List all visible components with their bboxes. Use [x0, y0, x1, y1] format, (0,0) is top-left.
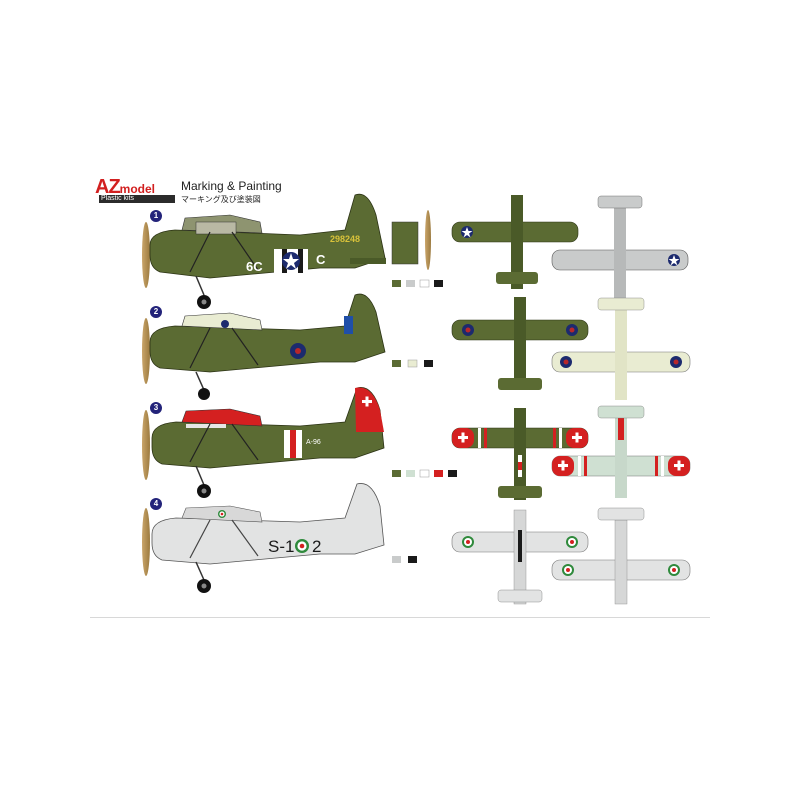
bottom-view-1 [551, 195, 689, 299]
side-view-3: A-96 [142, 387, 385, 498]
bottom-view-2 [551, 297, 691, 400]
scheme-number-3: 3 [150, 402, 162, 414]
top-view-2 [451, 297, 589, 390]
bottom-view-3 [551, 405, 691, 498]
color-chips-3 [392, 469, 457, 478]
serial-1: 298248 [330, 234, 360, 244]
scheme-number-1: 1 [150, 210, 162, 222]
logo-az: AZ [95, 176, 121, 198]
top-view-1 [451, 195, 579, 289]
bottom-view-4 [551, 507, 691, 605]
code-left-4: S-1 [268, 537, 294, 556]
usaaf-star-side-1 [274, 249, 308, 273]
page-title: Marking & Painting [181, 179, 282, 193]
code-right-1: C [316, 252, 326, 267]
side-view-1: 298248 6C C [142, 193, 431, 309]
page-subtitle: マーキング及び塗装図 [181, 195, 261, 204]
top-view-3 [451, 408, 589, 500]
scheme-number-4: 4 [150, 498, 162, 510]
side-view-4: S-1 2 [142, 483, 385, 593]
az-model-logo: AZmodel Plastic kits [95, 176, 175, 203]
code-right-4: 2 [312, 537, 321, 556]
color-chips-4 [392, 556, 417, 563]
color-chips-1 [392, 279, 443, 288]
code-left-1: 6C [246, 259, 263, 274]
code-3: A-96 [306, 439, 321, 446]
scheme-number-2: 2 [150, 306, 162, 318]
top-view-4 [451, 509, 589, 605]
logo-plastic-kits: Plastic kits [99, 195, 175, 203]
color-chips-2 [392, 359, 433, 368]
side-view-2 [142, 293, 386, 400]
logo-model: model [119, 182, 156, 196]
